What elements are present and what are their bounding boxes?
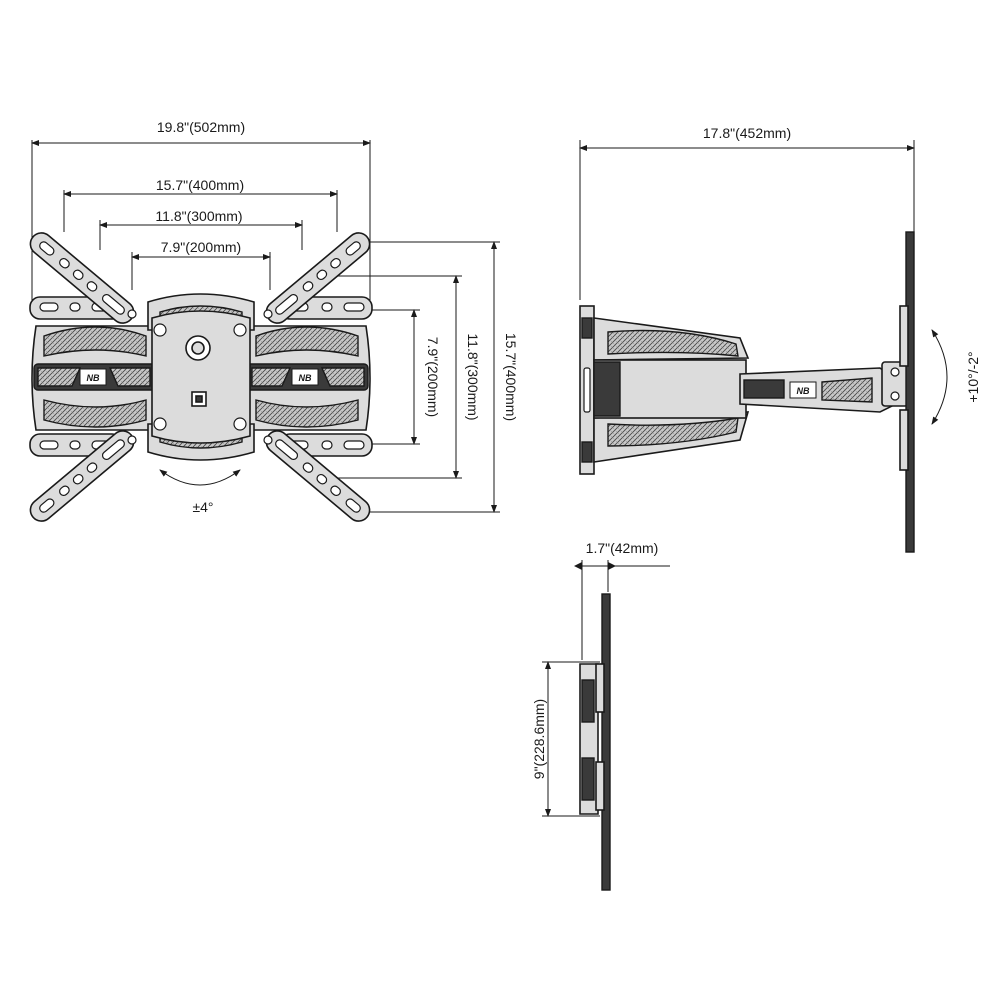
dim-width-overall: 19.8"(502mm) xyxy=(31,119,371,300)
dim-width-300: 11.8"(300mm) xyxy=(99,208,303,250)
dim-label-plate-height: 9"(228.6mm) xyxy=(531,699,547,779)
dim-width-400: 15.7"(400mm) xyxy=(63,177,338,232)
svg-text:NB: NB xyxy=(797,386,810,396)
dim-label-width-400: 15.7"(400mm) xyxy=(156,177,244,193)
dim-height-300: 11.8"(300mm) xyxy=(330,275,481,479)
dim-plate-height: 9"(228.6mm) xyxy=(531,661,600,817)
dim-depth: 1.7"(42mm) xyxy=(574,540,670,660)
dim-label-width-overall: 19.8"(502mm) xyxy=(157,119,245,135)
folded-view: 1.7"(42mm) 9"(228.6mm) xyxy=(531,540,670,891)
front-view: 19.8"(502mm) 15.7"(400mm) 11.8"(300mm) 7… xyxy=(29,119,519,522)
tilt-label: +10°/-2° xyxy=(965,351,981,402)
vesa-arms xyxy=(29,232,371,522)
dim-extension: 17.8"(452mm) xyxy=(579,125,915,300)
dim-width-200: 7.9"(200mm) xyxy=(131,239,271,290)
tilt-indicator: +10°/-2° xyxy=(931,329,981,425)
extension-arm: NB xyxy=(739,361,909,413)
folded-mount xyxy=(579,593,611,891)
center-plate xyxy=(127,309,273,445)
dim-label-height-400: 15.7"(400mm) xyxy=(503,333,519,421)
dim-label-height-200: 7.9"(200mm) xyxy=(425,337,441,417)
rotation-indicator: ±4° xyxy=(159,469,241,515)
dim-label-extension: 17.8"(452mm) xyxy=(703,125,791,141)
dim-label-width-200: 7.9"(200mm) xyxy=(161,239,241,255)
tv-plate-side xyxy=(899,231,915,553)
svg-text:NB: NB xyxy=(299,373,312,383)
dim-height-400: 15.7"(400mm) xyxy=(350,241,519,513)
side-view: 17.8"(452mm) NB xyxy=(579,125,981,553)
dim-label-height-300: 11.8"(300mm) xyxy=(465,333,481,420)
dim-label-width-300: 11.8"(300mm) xyxy=(155,208,242,224)
svg-text:NB: NB xyxy=(87,373,100,383)
dim-label-depth: 1.7"(42mm) xyxy=(586,540,659,556)
side-arms xyxy=(593,317,750,463)
rotation-label: ±4° xyxy=(192,499,213,515)
